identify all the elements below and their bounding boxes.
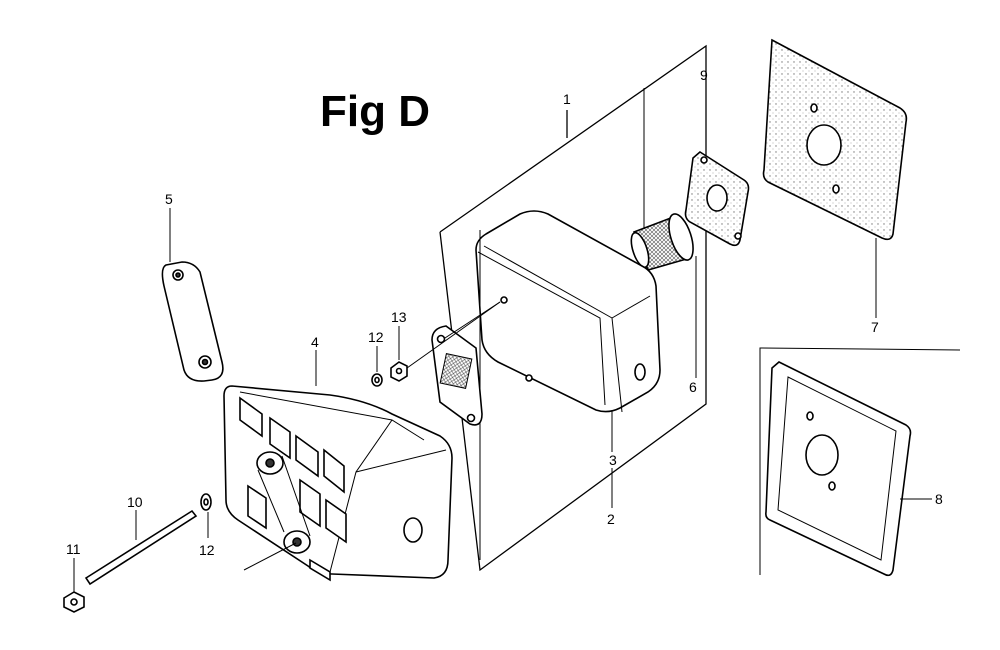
callout-1: 1 <box>563 91 571 107</box>
heat-shield-8 <box>759 347 961 577</box>
exhaust-gasket-9 <box>684 88 750 247</box>
callout-2: 2 <box>607 511 615 527</box>
callout-11: 11 <box>66 541 81 557</box>
callout-10: 10 <box>127 494 143 510</box>
washer-12-lower <box>200 493 212 538</box>
callout-8: 8 <box>935 491 943 507</box>
callout-12-upper: 12 <box>368 329 384 345</box>
callout-12-lower: 12 <box>199 542 215 558</box>
callout-3: 3 <box>609 452 617 468</box>
callout-6: 6 <box>689 379 697 395</box>
callout-4: 4 <box>311 334 319 350</box>
callout-5: 5 <box>165 191 173 207</box>
spark-arrestor-screen-6 <box>630 213 697 378</box>
callout-13: 13 <box>391 309 407 325</box>
bolt-10 <box>84 509 198 586</box>
callout-9: 9 <box>700 67 708 83</box>
nut-11 <box>63 558 85 613</box>
nut-13 <box>390 301 501 382</box>
muffler-body-3 <box>475 210 661 452</box>
protector-plate-5 <box>161 208 224 382</box>
washer-12-upper <box>371 346 383 387</box>
figure-title: Fig D <box>320 87 430 136</box>
callout-7: 7 <box>871 319 879 335</box>
muffler-protector-4 <box>223 350 453 582</box>
assembly-bracket-lines <box>439 44 707 572</box>
muffler-gasket-2 <box>431 301 501 426</box>
gasket-plate-7 <box>762 38 908 318</box>
